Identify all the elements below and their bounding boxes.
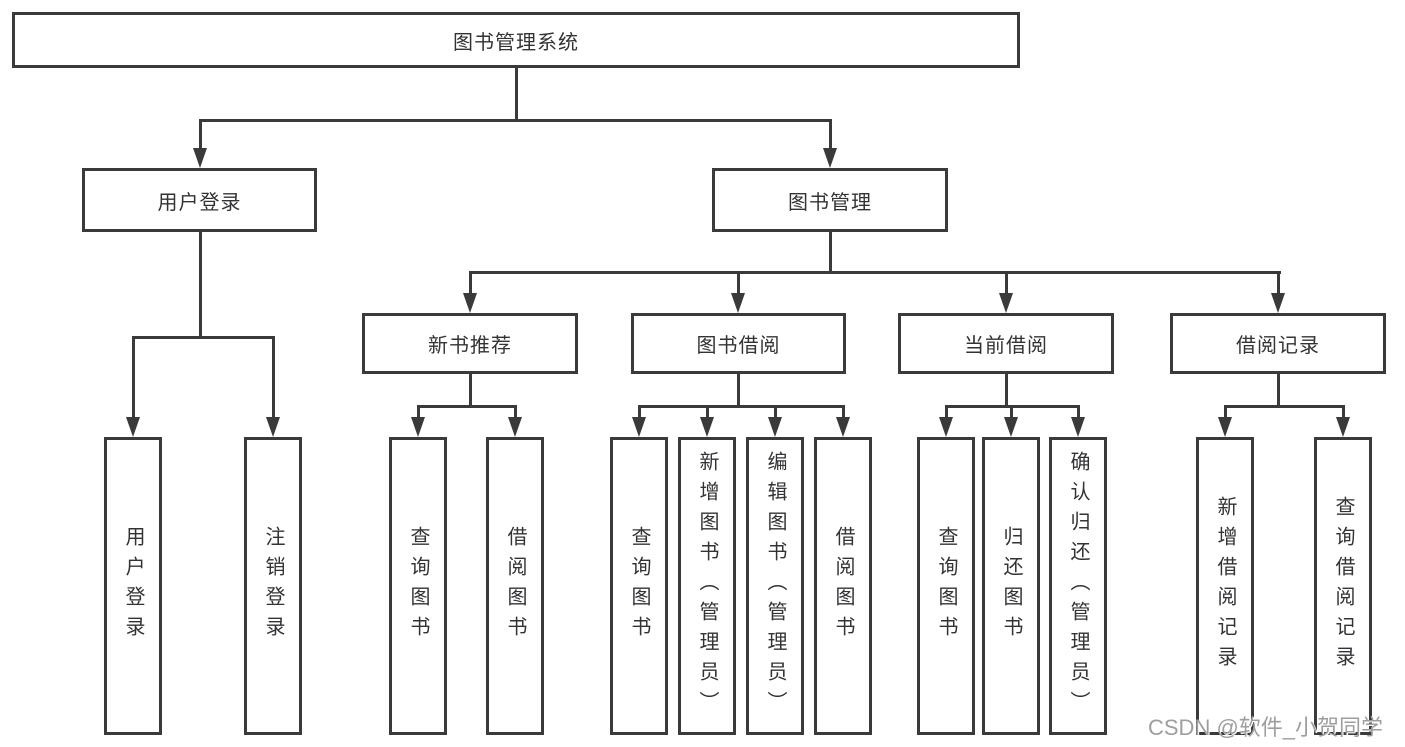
arrow-down-icon (768, 417, 782, 437)
leaf-confirm-return-admin: 确认归还（管理员） (1049, 437, 1107, 735)
connector-drop-leaf (1077, 405, 1080, 419)
connector-drop-leaf (1224, 405, 1227, 419)
node-library-system: 图书管理系统 (12, 12, 1020, 68)
connector-drop-leaf (638, 405, 641, 419)
leaf-query-books-current-label: 查询图书 (935, 526, 957, 646)
connector-user-login-stem (199, 232, 202, 339)
connector-drop-book-mgmt (829, 119, 832, 151)
leaf-add-books-admin: 新增图书（管理员） (678, 437, 736, 735)
node-user-login: 用户登录 (82, 168, 317, 232)
node-user-login-label: 用户登录 (157, 191, 242, 214)
arrow-down-icon (700, 417, 714, 437)
arrow-down-icon (999, 293, 1013, 313)
arrow-down-icon (508, 417, 522, 437)
arrow-down-icon (1004, 417, 1018, 437)
connector-drop-current-borrow (1005, 271, 1008, 295)
leaf-confirm-return-admin-label: 确认归还（管理员） (1067, 451, 1089, 721)
leaf-query-borrow-record-label: 查询借阅记录 (1332, 496, 1354, 676)
arrow-down-icon (463, 293, 477, 313)
node-book-management: 图书管理 (712, 168, 948, 232)
arrow-down-icon (836, 417, 850, 437)
leaf-query-books-borrow: 查询图书 (610, 437, 668, 735)
arrow-down-icon (126, 417, 140, 437)
node-borrow-records: 借阅记录 (1170, 313, 1386, 374)
connector-book-borrow-stem (737, 374, 740, 408)
connector-drop-new-book (469, 271, 472, 295)
connector-drop-leaf (842, 405, 845, 419)
connector-drop-leaf (272, 336, 275, 419)
leaf-query-books-recommend: 查询图书 (389, 437, 447, 735)
connector-new-book-stem (469, 374, 472, 408)
node-book-management-label: 图书管理 (788, 191, 872, 214)
arrow-down-icon (1336, 417, 1350, 437)
node-current-borrow: 当前借阅 (898, 313, 1114, 374)
leaf-borrow-books-label: 借阅图书 (832, 526, 854, 646)
leaf-return-books-label: 归还图书 (1000, 526, 1022, 646)
leaf-query-books-current: 查询图书 (917, 437, 975, 735)
connector-book-borrow-rail (638, 405, 845, 408)
connector-drop-leaf (945, 405, 948, 419)
connector-borrow-records-rail (1224, 405, 1344, 408)
arrow-down-icon (823, 148, 837, 168)
arrow-down-icon (411, 417, 425, 437)
leaf-user-login-label: 用户登录 (122, 526, 144, 646)
leaf-logout-label: 注销登录 (262, 526, 284, 646)
node-book-borrow-label: 图书借阅 (696, 335, 781, 357)
arrow-down-icon (1271, 293, 1285, 313)
connector-root-stem (515, 68, 518, 120)
connector-drop-leaf (417, 405, 420, 419)
node-new-book-recommend: 新书推荐 (362, 313, 578, 374)
leaf-user-login: 用户登录 (104, 437, 162, 735)
connector-book-mgmt-rail (469, 271, 1281, 274)
node-borrow-records-label: 借阅记录 (1236, 335, 1320, 357)
connector-drop-leaf (514, 405, 517, 419)
arrow-down-icon (1071, 417, 1085, 437)
arrow-down-icon (731, 293, 745, 313)
node-current-borrow-label: 当前借阅 (964, 335, 1048, 357)
leaf-query-borrow-record: 查询借阅记录 (1314, 437, 1372, 735)
arrow-down-icon (266, 417, 280, 437)
leaf-edit-books-admin: 编辑图书（管理员） (746, 437, 804, 735)
leaf-add-books-admin-label: 新增图书（管理员） (696, 451, 718, 721)
connector-drop-leaf (1010, 405, 1013, 419)
node-library-system-label: 图书管理系统 (453, 31, 579, 54)
connector-user-login-rail (132, 336, 275, 339)
connector-drop-leaf (132, 336, 135, 419)
arrow-down-icon (939, 417, 953, 437)
leaf-add-borrow-record: 新增借阅记录 (1196, 437, 1254, 735)
connector-drop-book-borrow (737, 271, 740, 295)
leaf-add-borrow-record-label: 新增借阅记录 (1214, 496, 1236, 676)
connector-new-book-rail (417, 405, 517, 408)
leaf-query-books-borrow-label: 查询图书 (628, 526, 650, 646)
connector-root-rail (199, 119, 832, 122)
leaf-borrow-books-recommend-label: 借阅图书 (504, 526, 526, 646)
leaf-borrow-books-recommend: 借阅图书 (486, 437, 544, 735)
connector-book-mgmt-stem (829, 232, 832, 274)
node-book-borrow: 图书借阅 (631, 313, 846, 374)
leaf-query-books-recommend-label: 查询图书 (407, 526, 429, 646)
connector-drop-user-login (199, 119, 202, 151)
connector-drop-leaf (706, 405, 709, 419)
node-new-book-recommend-label: 新书推荐 (428, 335, 512, 357)
leaf-borrow-books: 借阅图书 (814, 437, 872, 735)
csdn-watermark: CSDN @软件_小贺同学 (1148, 715, 1384, 740)
leaf-edit-books-admin-label: 编辑图书（管理员） (764, 451, 786, 721)
leaf-logout: 注销登录 (244, 437, 302, 735)
arrow-down-icon (193, 148, 207, 168)
arrow-down-icon (632, 417, 646, 437)
connector-current-borrow-stem (1005, 374, 1008, 408)
leaf-return-books: 归还图书 (982, 437, 1040, 735)
connector-drop-borrow-records (1277, 271, 1280, 295)
connector-borrow-records-stem (1277, 374, 1280, 408)
connector-drop-leaf (1342, 405, 1345, 419)
connector-drop-leaf (774, 405, 777, 419)
arrow-down-icon (1218, 417, 1232, 437)
